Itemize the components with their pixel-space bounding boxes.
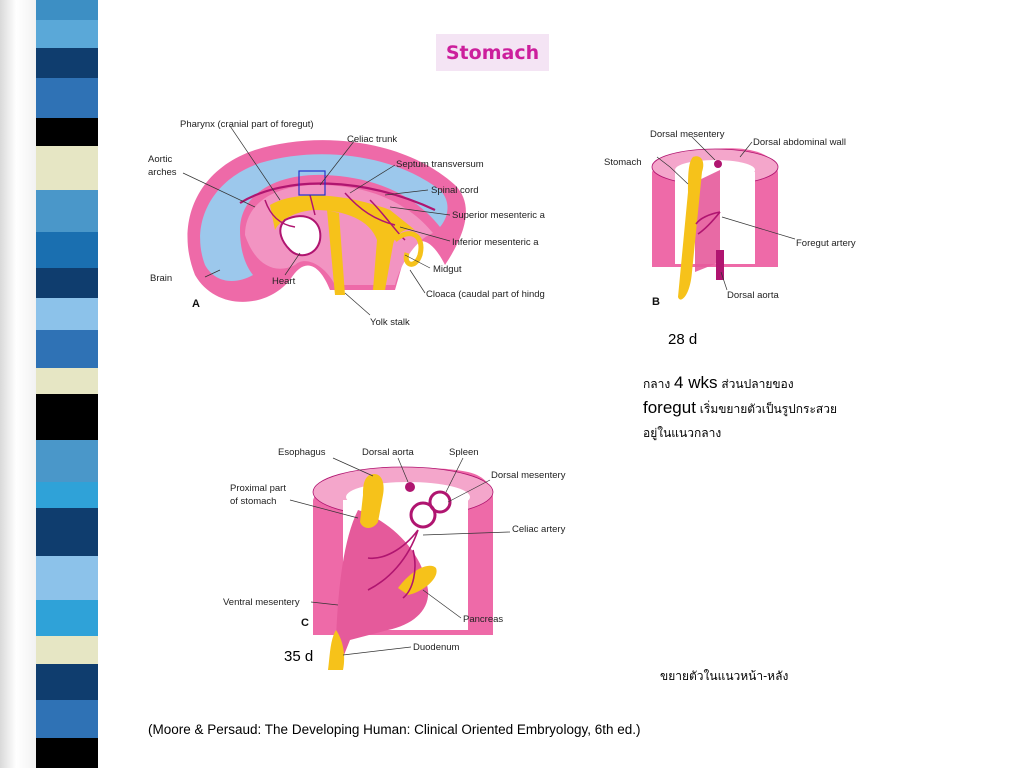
- stomach-c: [333, 510, 429, 670]
- label-dorsal-mesentery-c: Dorsal mesentery: [491, 470, 566, 481]
- label-spinal-cord: Spinal cord: [431, 185, 479, 196]
- label-dorsal-mesentery-b: Dorsal mesentery: [650, 129, 725, 140]
- label-proximal-stomach-1: Proximal part: [230, 483, 286, 494]
- label-spleen: Spleen: [449, 447, 479, 458]
- stomach-tube: [678, 156, 704, 300]
- note-line-1: กลาง 4 wks ส่วนปลายของ: [643, 373, 794, 392]
- figure-a-embryo-diagram: Pharynx (cranial part of foregut) Celiac…: [148, 119, 546, 328]
- note-line-2: foregut เริ่มขยายตัวเป็นรูปกระสวย: [643, 398, 837, 417]
- label-midgut: Midgut: [433, 264, 462, 275]
- decorative-stripe: [0, 0, 118, 768]
- label-dorsal-aorta-c: Dorsal aorta: [362, 447, 414, 458]
- label-duodenum: Duodenum: [413, 642, 460, 653]
- highlight-box: [298, 170, 326, 196]
- label-inferior-mesenteric: Inferior mesenteric a: [452, 237, 539, 248]
- label-aortic-arches-2: arches: [148, 167, 177, 178]
- note-line-3: อยู่ในแนวกลาง: [643, 426, 722, 440]
- figure-b-letter: B: [652, 296, 660, 308]
- label-brain: Brain: [150, 273, 172, 284]
- note-expand: ขยายตัวในแนวหน้า-หลัง: [660, 669, 789, 683]
- slide-title-box: Stomach: [436, 34, 549, 71]
- mesentery-sheet: [695, 170, 720, 272]
- label-celiac-artery: Celiac artery: [512, 524, 566, 535]
- label-superior-mesenteric: Superior mesenteric a: [452, 210, 546, 221]
- label-stomach-b: Stomach: [604, 157, 642, 168]
- label-dorsal-abdominal-wall: Dorsal abdominal wall: [753, 137, 846, 148]
- stripe-band: [36, 0, 98, 768]
- neural-tube: [200, 154, 448, 281]
- label-pancreas: Pancreas: [463, 614, 503, 625]
- label-proximal-stomach-2: of stomach: [230, 496, 276, 507]
- figure-b-diagram: Dorsal mesentery Dorsal abdominal wall S…: [604, 129, 856, 308]
- label-esophagus: Esophagus: [278, 447, 326, 458]
- label-heart: Heart: [272, 276, 296, 287]
- figure-c-diagram: Esophagus Dorsal aorta Spleen Dorsal mes…: [223, 447, 566, 670]
- label-septum-transversum: Septum transversum: [396, 159, 484, 170]
- label-aortic-arches-1: Aortic: [148, 154, 173, 165]
- citation: (Moore & Persaud: The Developing Human: …: [148, 722, 641, 737]
- label-ventral-mesentery: Ventral mesentery: [223, 597, 300, 608]
- day-label-35: 35 d: [284, 648, 314, 665]
- stripe-shade: [0, 0, 36, 768]
- label-cloaca: Cloaca (caudal part of hindg: [426, 289, 545, 300]
- label-yolk-stalk: Yolk stalk: [370, 317, 410, 328]
- label-celiac-trunk: Celiac trunk: [347, 134, 397, 145]
- figure-c-letter: C: [301, 617, 309, 629]
- day-label-28: 28 d: [668, 331, 698, 348]
- slide-title: Stomach: [445, 41, 540, 64]
- label-pharynx: Pharynx (cranial part of foregut): [180, 119, 314, 130]
- figure-a-letter: A: [192, 298, 200, 310]
- label-dorsal-aorta-b: Dorsal aorta: [727, 290, 779, 301]
- label-foregut-artery: Foregut artery: [796, 238, 856, 249]
